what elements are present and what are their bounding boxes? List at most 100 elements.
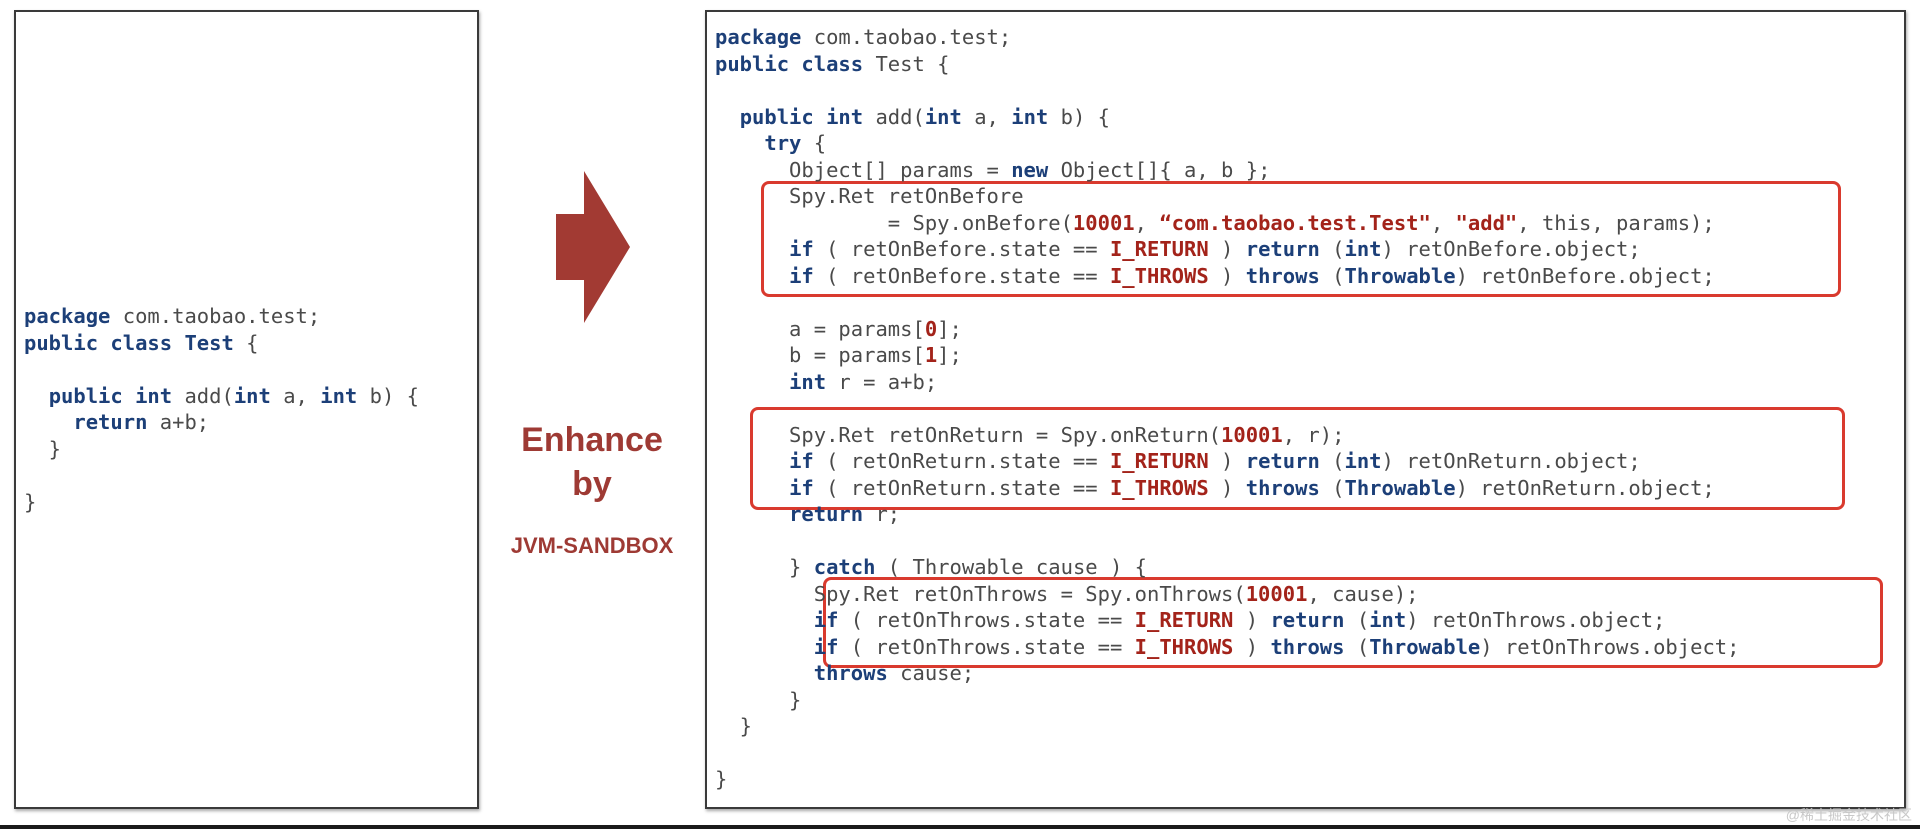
right-code-token: b = params[ bbox=[715, 343, 925, 367]
right-code-token: Spy.Ret retOnReturn = Spy.onReturn( bbox=[715, 422, 1222, 447]
right-code-line: a = params[0]; bbox=[715, 316, 962, 342]
right-code-token: } bbox=[715, 555, 814, 579]
on-return-highlight-box bbox=[750, 407, 1845, 510]
right-code-line: throws cause; bbox=[715, 660, 974, 686]
right-code-token: ) retOnThrows.object; bbox=[1480, 634, 1740, 659]
right-code-token: ( retOnThrows.state == bbox=[838, 608, 1135, 632]
right-code-token: package bbox=[715, 25, 802, 49]
right-code-token: public class bbox=[715, 51, 864, 76]
right-code-token bbox=[715, 476, 789, 500]
right-code-token: int bbox=[1011, 104, 1049, 129]
left-code-token: { bbox=[233, 330, 259, 355]
right-code-token: cause; bbox=[887, 661, 975, 685]
right-code-token: ) retOnBefore.object; bbox=[1381, 237, 1641, 261]
on-throws-highlight-box bbox=[823, 577, 1883, 668]
right-code-token: ( retOnThrows.state == bbox=[838, 634, 1135, 659]
left-code-token: a+b; bbox=[147, 410, 210, 434]
right-code-token: throws bbox=[813, 661, 888, 685]
left-code-line: public class Test { bbox=[24, 330, 259, 356]
right-code-token: ( bbox=[1344, 634, 1370, 659]
right-code-token: ( retOnReturn.state == bbox=[813, 475, 1110, 500]
right-code-token: ( Throwable cause ) { bbox=[875, 555, 1147, 579]
right-code-token: return bbox=[1245, 237, 1320, 261]
right-code-token: throws bbox=[1245, 263, 1320, 288]
enhance-arrow-icon bbox=[556, 171, 630, 323]
right-code-token: if bbox=[789, 263, 814, 288]
right-code-token: ( retOnBefore.state == bbox=[813, 263, 1110, 288]
left-code-line: public int add(int a, int b) { bbox=[24, 383, 419, 409]
right-code-token: 0 bbox=[924, 316, 938, 341]
right-code-token: } bbox=[715, 714, 753, 738]
left-code-token: return bbox=[73, 410, 148, 434]
right-code-line: return r; bbox=[715, 501, 900, 527]
right-code-line: if ( retOnThrows.state == I_THROWS ) thr… bbox=[715, 634, 1740, 660]
left-code-token: } bbox=[24, 489, 37, 514]
right-code-token bbox=[715, 105, 740, 129]
original-code-panel bbox=[14, 10, 479, 809]
right-code-line: } bbox=[715, 766, 727, 792]
right-code-token: ) bbox=[1208, 237, 1246, 261]
right-code-line: if ( retOnBefore.state == I_THROWS ) thr… bbox=[715, 263, 1715, 289]
right-code-token: ( bbox=[1319, 237, 1345, 261]
right-code-token: int bbox=[1344, 449, 1382, 473]
left-code-line: } bbox=[24, 436, 61, 462]
right-code-token: ) bbox=[1233, 608, 1271, 632]
right-code-token: = Spy.onBefore( bbox=[715, 210, 1073, 235]
right-code-token: , r); bbox=[1282, 422, 1345, 447]
left-code-token: public int bbox=[48, 383, 173, 408]
left-code-line: package com.taobao.test; bbox=[24, 303, 320, 329]
right-code-token: I_RETURN bbox=[1109, 449, 1209, 473]
right-code-token: I_THROWS bbox=[1109, 263, 1209, 288]
right-code-token bbox=[715, 449, 789, 473]
right-code-token: return bbox=[789, 502, 864, 526]
right-code-token: ( bbox=[1344, 608, 1370, 632]
right-code-line: public class Test { bbox=[715, 51, 950, 77]
right-code-line: public int add(int a, int b) { bbox=[715, 104, 1110, 130]
left-code-token: b) { bbox=[357, 383, 419, 408]
right-code-token: int bbox=[1344, 237, 1382, 261]
right-code-token: , bbox=[1430, 210, 1456, 235]
right-code-line: try { bbox=[715, 130, 826, 156]
right-code-token: { bbox=[801, 131, 827, 155]
left-code-token: Test bbox=[184, 330, 234, 355]
right-code-token bbox=[715, 264, 789, 288]
left-code-token: int bbox=[320, 383, 358, 408]
right-code-token: b) { bbox=[1048, 104, 1110, 129]
left-code-line: return a+b; bbox=[24, 409, 209, 435]
right-code-line: Spy.Ret retOnReturn = Spy.onReturn(10001… bbox=[715, 422, 1344, 448]
right-code-token: ) retOnBefore.object; bbox=[1455, 263, 1715, 288]
right-code-line: if ( retOnReturn.state == I_THROWS ) thr… bbox=[715, 475, 1715, 501]
right-code-line: if ( retOnReturn.state == I_RETURN ) ret… bbox=[715, 448, 1641, 474]
right-code-token: if bbox=[789, 449, 814, 473]
right-code-token: ) bbox=[1208, 475, 1246, 500]
right-code-token bbox=[715, 131, 764, 155]
right-code-line: if ( retOnThrows.state == I_RETURN ) ret… bbox=[715, 607, 1666, 633]
right-code-token: ( bbox=[1319, 263, 1345, 288]
left-code-token: int bbox=[233, 383, 271, 408]
left-code-token bbox=[24, 384, 49, 408]
right-code-token: } bbox=[715, 687, 802, 712]
right-code-token: ( bbox=[1319, 475, 1345, 500]
right-code-line: Spy.Ret retOnBefore bbox=[715, 183, 1024, 209]
right-code-token: ( bbox=[1319, 449, 1345, 473]
right-code-token: Spy.Ret retOnBefore bbox=[715, 184, 1024, 208]
right-code-token: ) retOnReturn.object; bbox=[1381, 449, 1641, 473]
right-code-token: add( bbox=[863, 104, 925, 129]
right-code-token: a = params[ bbox=[715, 316, 925, 341]
right-code-token: ) retOnReturn.object; bbox=[1455, 475, 1715, 500]
on-before-highlight-box bbox=[761, 181, 1841, 297]
right-code-token: return bbox=[1245, 449, 1320, 473]
right-code-token: ) bbox=[1233, 634, 1271, 659]
right-code-token: throws bbox=[1270, 634, 1345, 659]
left-code-token: com.taobao.test; bbox=[110, 304, 321, 328]
right-code-token: ]; bbox=[937, 343, 962, 367]
right-code-token: int bbox=[789, 369, 827, 394]
watermark: @稀土掘金技术社区 bbox=[1785, 807, 1912, 823]
right-code-token: if bbox=[789, 237, 814, 261]
right-code-token: ) retOnThrows.object; bbox=[1406, 608, 1666, 632]
right-code-token: r; bbox=[863, 502, 901, 526]
right-code-token: if bbox=[813, 608, 839, 632]
jvm-sandbox-caption: JVM-SANDBOX bbox=[510, 533, 674, 558]
right-code-token: throws bbox=[1245, 475, 1320, 500]
right-code-token: Throwable bbox=[1369, 634, 1481, 659]
